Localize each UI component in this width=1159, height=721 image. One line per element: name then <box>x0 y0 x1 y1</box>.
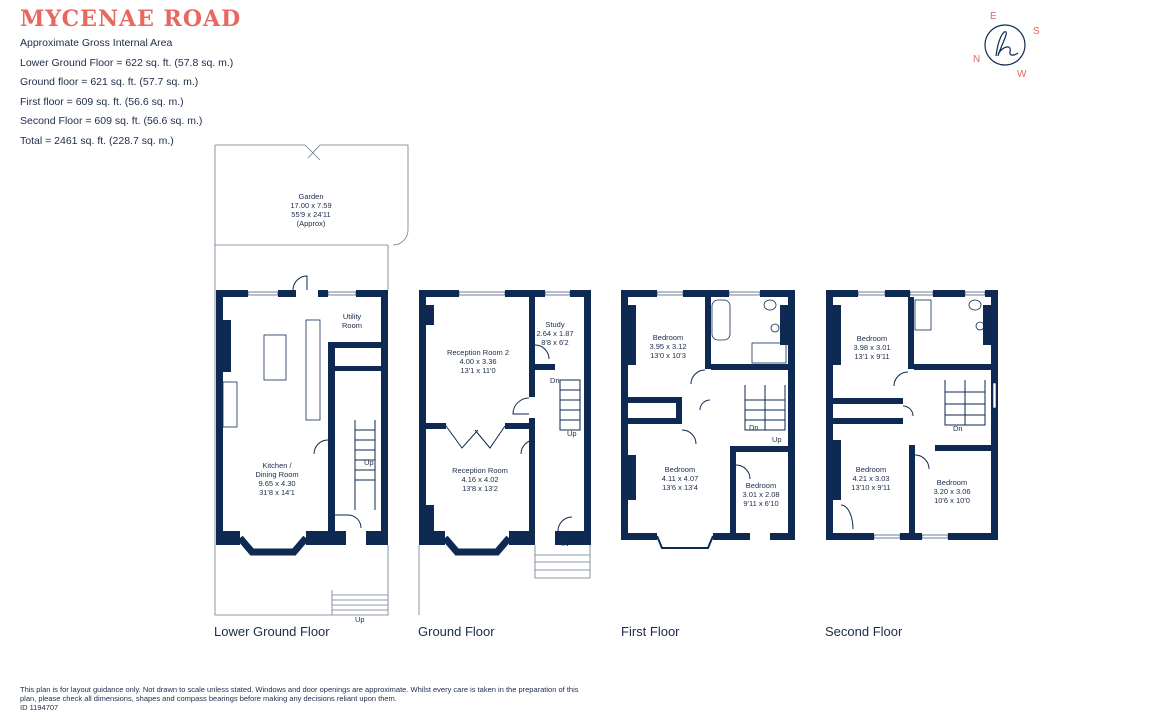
front-steps-up-label: Up <box>355 615 365 624</box>
svg-text:4.11 x 4.07: 4.11 x 4.07 <box>662 474 699 483</box>
svg-text:13'8 x 13'2: 13'8 x 13'2 <box>462 484 498 493</box>
compass-n: N <box>973 54 980 65</box>
second-bedroom-a-label: Bedroom <box>857 334 887 343</box>
garden-label: Garden <box>298 192 323 201</box>
svg-text:3.98 x 3.01: 3.98 x 3.01 <box>853 343 890 352</box>
svg-text:13'10 x 9'11: 13'10 x 9'11 <box>851 483 890 492</box>
first-stairs-up-label: Up <box>772 435 782 444</box>
svg-text:13'1 x 11'0: 13'1 x 11'0 <box>460 366 495 375</box>
first-floor-plan: Bedroom 3.95 x 3.12 13'0 x 10'3 Bedroom … <box>621 290 795 549</box>
study-label: Study <box>545 320 564 329</box>
second-floor-label: Second Floor <box>825 624 903 639</box>
second-bedroom-c-label: Bedroom <box>937 478 967 487</box>
first-bedroom-a-label: Bedroom <box>653 333 683 342</box>
ground-floor-plan: Reception Room 2 4.00 x 3.36 13'1 x 11'0… <box>418 290 591 615</box>
reception-room-label: Reception Room <box>452 466 508 475</box>
first-stairs-dn-label: Dn <box>749 423 759 432</box>
first-bedroom-b-label: Bedroom <box>665 465 695 474</box>
utility-room-label: Utility <box>343 312 362 321</box>
svg-text:13'0 x 10'3: 13'0 x 10'3 <box>650 351 686 360</box>
compass-s: S <box>1033 26 1040 37</box>
lower-ground-floor-label: Lower Ground Floor <box>214 624 330 639</box>
svg-text:3.20 x 3.06: 3.20 x 3.06 <box>933 487 970 496</box>
svg-text:55'9 x 24'11: 55'9 x 24'11 <box>291 210 330 219</box>
svg-text:(Approx): (Approx) <box>297 219 326 228</box>
area-line-ground: Ground floor = 621 sq. ft. (57.7 sq. m.) <box>20 76 199 88</box>
compass-e: E <box>990 11 997 22</box>
kitchen-dining-label: Kitchen / <box>262 461 292 470</box>
svg-text:Dining Room: Dining Room <box>255 470 298 479</box>
lower-ground-floor-plan: Garden 17.00 x 7.59 55'9 x 24'11 (Approx… <box>214 144 409 624</box>
plan-id: ID 1194707 <box>20 703 59 712</box>
svg-text:17.00 x 7.59: 17.00 x 7.59 <box>290 201 331 210</box>
svg-text:31'8 x 14'1: 31'8 x 14'1 <box>259 488 295 497</box>
disclaimer-text: This plan is for layout guidance only. N… <box>20 685 579 703</box>
svg-text:13'1 x 9'11: 13'1 x 9'11 <box>854 352 889 361</box>
area-heading: Approximate Gross Internal Area <box>20 37 173 49</box>
svg-text:3.95 x 3.12: 3.95 x 3.12 <box>649 342 686 351</box>
area-line-second: Second Floor = 609 sq. ft. (56.6 sq. m.) <box>20 115 203 127</box>
svg-text:4.16 x 4.02: 4.16 x 4.02 <box>461 475 498 484</box>
svg-text:13'6 x 13'4: 13'6 x 13'4 <box>662 483 698 492</box>
svg-text:Room: Room <box>342 321 362 330</box>
first-bedroom-c-label: Bedroom <box>746 481 776 490</box>
reception-room-2-label: Reception Room 2 <box>447 348 509 357</box>
area-line-first: First floor = 609 sq. ft. (56.6 sq. m.) <box>20 95 184 108</box>
stairs-up-label: Up <box>364 458 374 467</box>
entrance-in-label: IN <box>561 539 569 548</box>
svg-text:10'6 x 10'0: 10'6 x 10'0 <box>934 496 970 505</box>
svg-text:4.21 x 3.03: 4.21 x 3.03 <box>852 474 889 483</box>
page-title: MYCENAE ROAD <box>20 6 242 32</box>
second-floor-plan: Bedroom 3.98 x 3.01 13'1 x 9'11 Bedroom … <box>826 290 998 540</box>
area-summary: Approximate Gross Internal Area Lower Gr… <box>20 36 233 153</box>
garden-boundary <box>214 144 409 616</box>
svg-text:3.01 x 2.08: 3.01 x 2.08 <box>742 490 779 499</box>
svg-text:9'11 x 6'10: 9'11 x 6'10 <box>743 499 778 508</box>
ground-stairs-up-label: Up <box>567 429 577 438</box>
svg-text:9.65 x 4.30: 9.65 x 4.30 <box>258 479 295 488</box>
compass-w: W <box>1017 69 1027 80</box>
ground-floor-label: Ground Floor <box>418 624 495 639</box>
svg-text:2.64 x 1.87: 2.64 x 1.87 <box>536 329 573 338</box>
area-line-lower-ground: Lower Ground Floor = 622 sq. ft. (57.8 s… <box>20 56 234 69</box>
compass-icon: E S N W <box>973 11 1040 80</box>
first-floor-label: First Floor <box>621 624 680 639</box>
svg-text:8'8 x 6'2: 8'8 x 6'2 <box>541 338 568 347</box>
area-line-total: Total = 2461 sq. ft. (228.7 sq. m.) <box>20 134 174 147</box>
second-bedroom-b-label: Bedroom <box>856 465 886 474</box>
disclaimer: This plan is for layout guidance only. N… <box>20 685 580 712</box>
svg-text:4.00 x 3.36: 4.00 x 3.36 <box>459 357 496 366</box>
ground-stairs-dn-label: Dn <box>550 376 560 385</box>
second-stairs-dn-label: Dn <box>953 424 963 433</box>
